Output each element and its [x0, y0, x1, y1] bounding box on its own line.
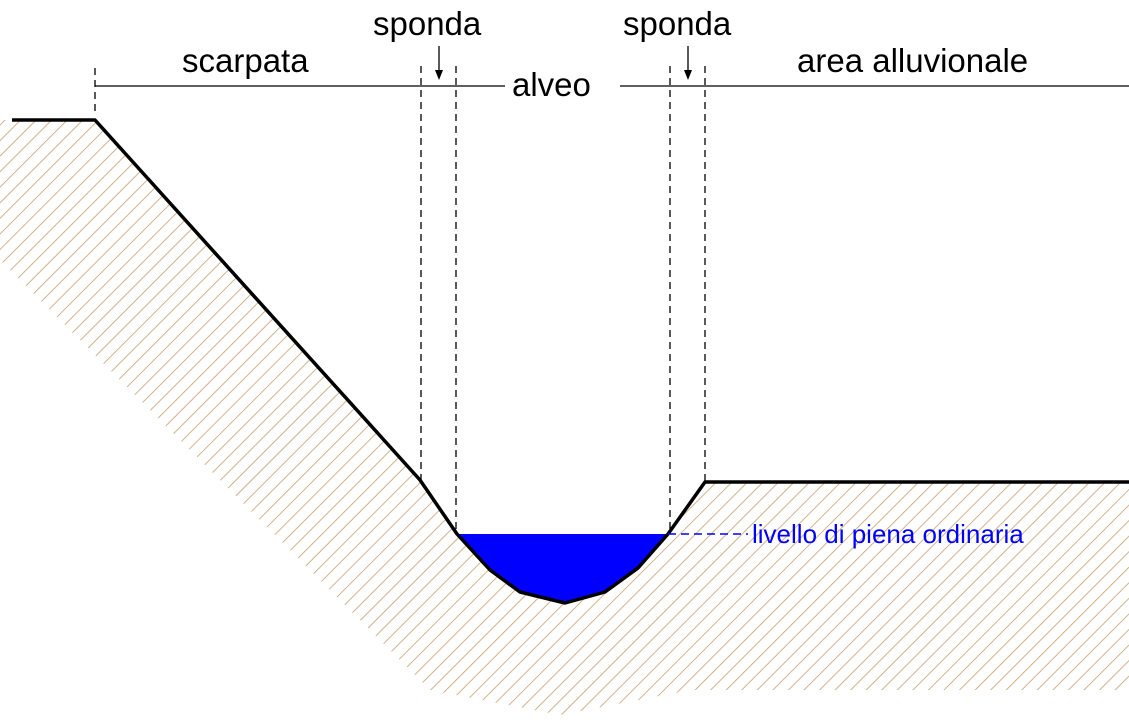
sponda-left-arrow — [435, 46, 443, 80]
label-sponda-right: sponda — [623, 5, 732, 42]
ground-profile-line — [12, 118, 1129, 605]
ground-hatching — [0, 120, 1129, 715]
water-body — [457, 534, 668, 603]
dashed-guides — [420, 66, 706, 534]
label-sponda-left: sponda — [373, 5, 482, 42]
label-alveo: alveo — [512, 66, 591, 103]
label-scarpata: scarpata — [182, 42, 309, 79]
label-area-alluvionale: area alluvionale — [797, 42, 1028, 79]
label-livello-piena: livello di piena ordinaria — [752, 519, 1024, 549]
sponda-right-arrow — [684, 46, 692, 80]
